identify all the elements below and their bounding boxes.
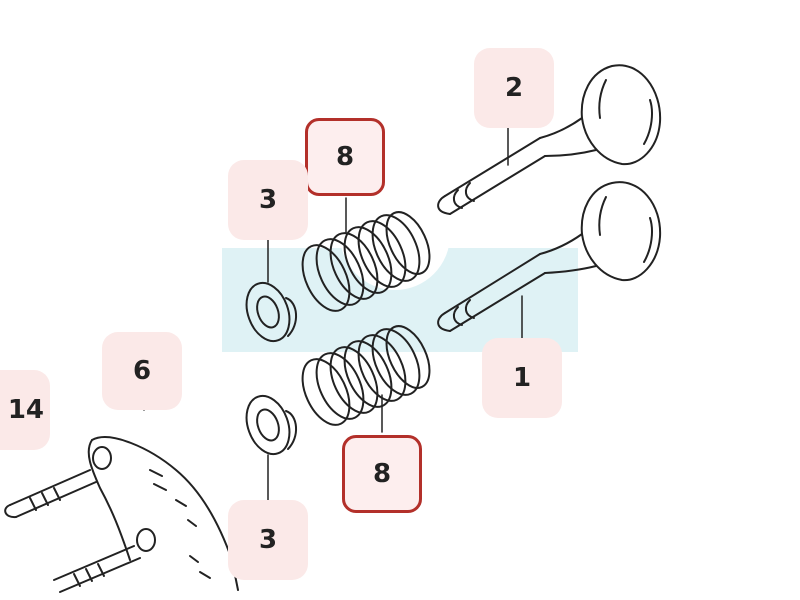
callout-washer-bottom: 3 [228,500,308,580]
valve-top [437,64,662,215]
callout-left-edge: 14 [0,370,50,450]
callout-spring-top: 8 [305,118,385,196]
bolt-lower [53,545,141,593]
callout-valve-bottom: 1 [482,338,562,418]
callout-spring-bottom: 8 [342,435,422,513]
washer-top [245,281,297,343]
washer-bottom [245,394,297,456]
bolt-upper [4,469,97,519]
callout-bracket: 6 [102,332,182,410]
spring-top [301,211,431,312]
callout-valve-top: 2 [474,48,554,128]
bracket-plate [87,436,239,591]
spring-bottom [301,325,431,426]
callout-washer-top: 3 [228,160,308,240]
valve-bottom [437,181,662,332]
